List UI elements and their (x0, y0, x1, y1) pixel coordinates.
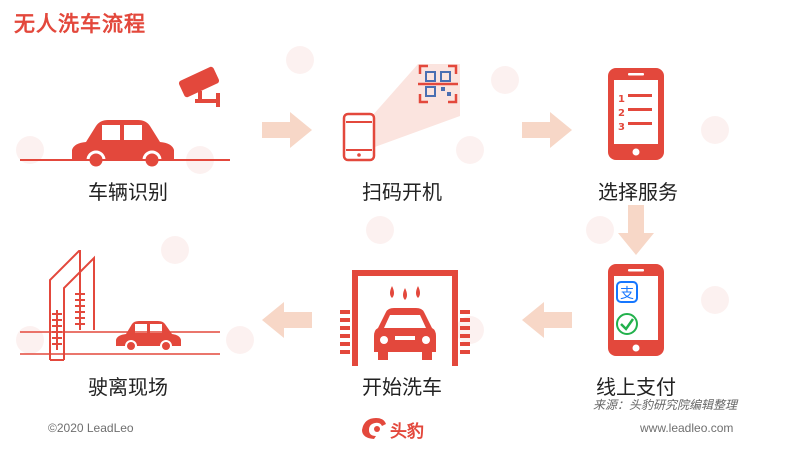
svg-text:3: 3 (618, 122, 625, 133)
car-wash-icon (340, 270, 470, 366)
phone-icon (342, 112, 376, 162)
svg-text:支: 支 (620, 286, 634, 302)
arrow-icon (618, 205, 654, 255)
camera-icon (178, 66, 220, 107)
qr-code-icon (418, 64, 458, 104)
car-icon (116, 321, 181, 352)
page-title: 无人洗车流程 (14, 12, 146, 36)
step-label-scan: 扫码开机 (362, 180, 442, 204)
footer-logo: 头豹 (390, 422, 424, 442)
arrow-icon (522, 112, 572, 148)
step-label-leave: 驶离现场 (88, 375, 168, 399)
leopard-logo-icon (362, 418, 386, 439)
list-phone-icon: 1 2 3 (608, 68, 664, 160)
car-recognition-illustration (20, 66, 230, 170)
step-label-pay: 线上支付 (596, 375, 676, 399)
arrow-icon (522, 302, 572, 338)
step-label-recognize: 车辆识别 (88, 180, 168, 204)
footer-copyright: ©2020 LeadLeo (48, 421, 134, 435)
car-wash-tunnel-icon (20, 250, 220, 361)
step-label-wash: 开始洗车 (362, 375, 442, 399)
pay-phone-icon: 支 (608, 264, 664, 356)
source-note: 来源：头豹研究院编辑整理 (593, 398, 738, 412)
footer-website[interactable]: www.leadleo.com (640, 421, 734, 435)
arrow-icon (262, 112, 312, 148)
step-label-select: 选择服务 (598, 180, 678, 204)
svg-text:1: 1 (618, 94, 625, 105)
scan-qr-illustration (342, 64, 460, 162)
arrow-icon (262, 302, 312, 338)
svg-text:2: 2 (618, 108, 625, 119)
